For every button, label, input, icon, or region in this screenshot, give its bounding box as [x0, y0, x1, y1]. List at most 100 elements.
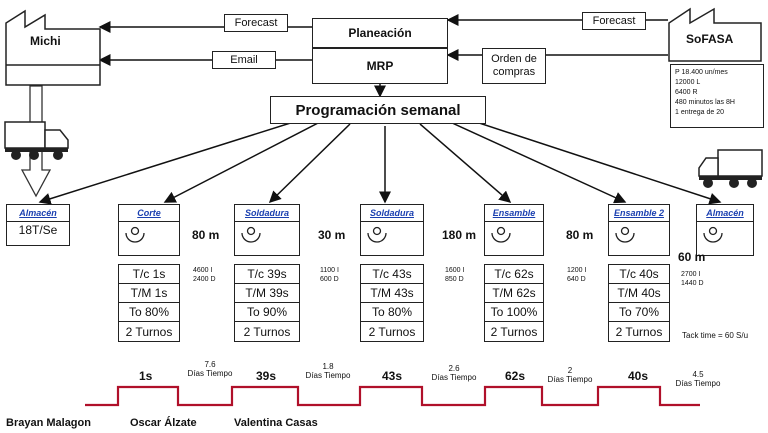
- dias-value: 4.5: [692, 370, 704, 379]
- soldadura-1-data-table: T/c 39s T/M 39s To 90% 2 Turnos: [234, 264, 300, 342]
- planning-title: Planeación: [312, 18, 448, 48]
- inventory-i: 2700 I: [681, 271, 701, 278]
- dias-label: Días Tiempo: [305, 371, 351, 380]
- process-almacen-right: Almacén: [696, 204, 754, 256]
- inventory-d: 640 D: [567, 276, 586, 283]
- operator-icon: [125, 226, 145, 243]
- dias-label: Días Tiempo: [675, 379, 721, 388]
- process-ensamble: Ensamble: [484, 204, 544, 256]
- ensamble-2-data-table: T/c 40s T/M 40s To 70% 2 Turnos: [608, 264, 670, 342]
- dias-tiempo: 2.6 Días Tiempo: [428, 364, 480, 382]
- operator-icon: [703, 226, 723, 243]
- machine-time: T/M 40s: [609, 284, 669, 303]
- cycle-time-label: 1s: [139, 369, 153, 383]
- schedule-box: Programación semanal: [270, 96, 486, 124]
- cycle-time: T/c 1s: [119, 265, 179, 284]
- inventory-label: 1600 I 850 D: [445, 266, 464, 284]
- process-title: Ensamble 2: [609, 205, 669, 222]
- process-title: Almacén: [697, 205, 753, 222]
- dias-value: 7.6: [204, 360, 216, 369]
- customer-info-line: 480 minutos las 8H: [675, 99, 735, 106]
- author-name: Oscar Álzate: [130, 417, 197, 429]
- operator-icon: [615, 226, 635, 243]
- corte-data-table: T/c 1s T/M 1s To 80% 2 Turnos: [118, 264, 180, 342]
- distance-label: 180 m: [442, 228, 477, 242]
- uptime: To 70%: [609, 303, 669, 322]
- machine-time: T/M 39s: [235, 284, 299, 303]
- distance-label: 80 m: [192, 228, 220, 242]
- cycle-time: T/c 43s: [361, 265, 423, 284]
- cycle-time: T/c 40s: [609, 265, 669, 284]
- almacen-capacity: 18T/Se: [18, 223, 58, 237]
- inventory-label: 2700 I 1440 D: [681, 270, 704, 288]
- takt-time: Tack time = 60 S/u: [682, 331, 749, 340]
- dias-label: Días Tiempo: [547, 375, 593, 384]
- process-soldadura-1: Soldadura: [234, 204, 300, 256]
- process-almacen-left: Almacén 18T/Se: [6, 204, 70, 246]
- process-title: Ensamble: [485, 205, 543, 222]
- mrp-box: MRP: [312, 48, 448, 84]
- timeline: [85, 385, 700, 407]
- dias-value: 2.6: [448, 364, 460, 373]
- forecast-left-label: Forecast: [224, 14, 288, 32]
- process-title: Soldadura: [235, 205, 299, 222]
- process-corte: Corte: [118, 204, 180, 256]
- cycle-time-label: 62s: [505, 369, 526, 383]
- customer-info-line: 12000 L: [675, 79, 701, 86]
- email-label: Email: [212, 51, 276, 69]
- factory-michi-icon: [5, 9, 101, 86]
- ensamble-data-table: T/c 62s T/M 62s To 100% 2 Turnos: [484, 264, 544, 342]
- machine-time: T/M 62s: [485, 284, 543, 303]
- cycle-time: T/c 39s: [235, 265, 299, 284]
- customer-info-line: P 18.400 un/mes: [675, 69, 728, 76]
- dias-value: 1.8: [322, 362, 334, 371]
- process-title: Corte: [119, 205, 179, 222]
- process-ensamble-2: Ensamble 2: [608, 204, 670, 256]
- process-title: Soldadura: [361, 205, 423, 222]
- machine-time: T/M 1s: [119, 284, 179, 303]
- dias-value: 2: [567, 366, 573, 375]
- uptime: To 100%: [485, 303, 543, 322]
- factory-sofasa-icon: [668, 7, 762, 62]
- soldadura-2-data-table: T/c 43s T/M 43s To 80% 2 Turnos: [360, 264, 424, 342]
- inventory-label: 1200 I 640 D: [567, 266, 586, 284]
- operator-icon: [491, 226, 511, 243]
- cycle-time-label: 43s: [382, 369, 403, 383]
- cycle-time: T/c 62s: [485, 265, 543, 284]
- uptime: To 80%: [119, 303, 179, 322]
- customer-info-box: P 18.400 un/mes 12000 L 6400 R 480 minut…: [670, 64, 764, 128]
- author-name: Brayan Malagon: [6, 417, 91, 429]
- machine-time: T/M 43s: [361, 284, 423, 303]
- dias-tiempo: 4.5 Días Tiempo: [672, 370, 724, 388]
- uptime: To 90%: [235, 303, 299, 322]
- shifts: 2 Turnos: [490, 324, 538, 339]
- dias-tiempo: 7.6 Días Tiempo: [185, 360, 235, 378]
- forecast-right-label: Forecast: [582, 12, 646, 30]
- truck-right-icon: [698, 149, 763, 188]
- inventory-d: 850 D: [445, 276, 464, 283]
- inventory-label: 4600 I 2400 D: [193, 266, 216, 284]
- shifts: 2 Turnos: [368, 324, 416, 339]
- inventory-i: 1100 I: [320, 267, 339, 274]
- dias-tiempo: 2 Días Tiempo: [544, 366, 596, 384]
- operator-icon: [241, 226, 261, 243]
- dias-tiempo: 1.8 Días Tiempo: [302, 362, 354, 380]
- distance-label: 60 m: [678, 250, 706, 264]
- operator-icon: [367, 226, 387, 243]
- process-soldadura-2: Soldadura: [360, 204, 424, 256]
- inventory-d: 1440 D: [681, 280, 704, 287]
- inventory-i: 1600 I: [445, 267, 465, 274]
- inventory-d: 2400 D: [193, 276, 216, 283]
- truck-left-icon: [4, 121, 69, 160]
- customer-info-line: 6400 R: [675, 89, 698, 96]
- inventory-i: 1200 I: [567, 267, 587, 274]
- uptime: To 80%: [361, 303, 423, 322]
- dias-label: Días Tiempo: [187, 369, 233, 378]
- shifts: 2 Turnos: [615, 324, 663, 339]
- supplier-left-name: Michi: [30, 34, 61, 48]
- orden-compras-label: Orden de compras: [482, 48, 546, 84]
- supplier-right-name: SoFASA: [686, 32, 734, 46]
- inventory-i: 4600 I: [193, 267, 213, 274]
- inventory-d: 600 D: [320, 276, 339, 283]
- cycle-time-label: 39s: [256, 369, 277, 383]
